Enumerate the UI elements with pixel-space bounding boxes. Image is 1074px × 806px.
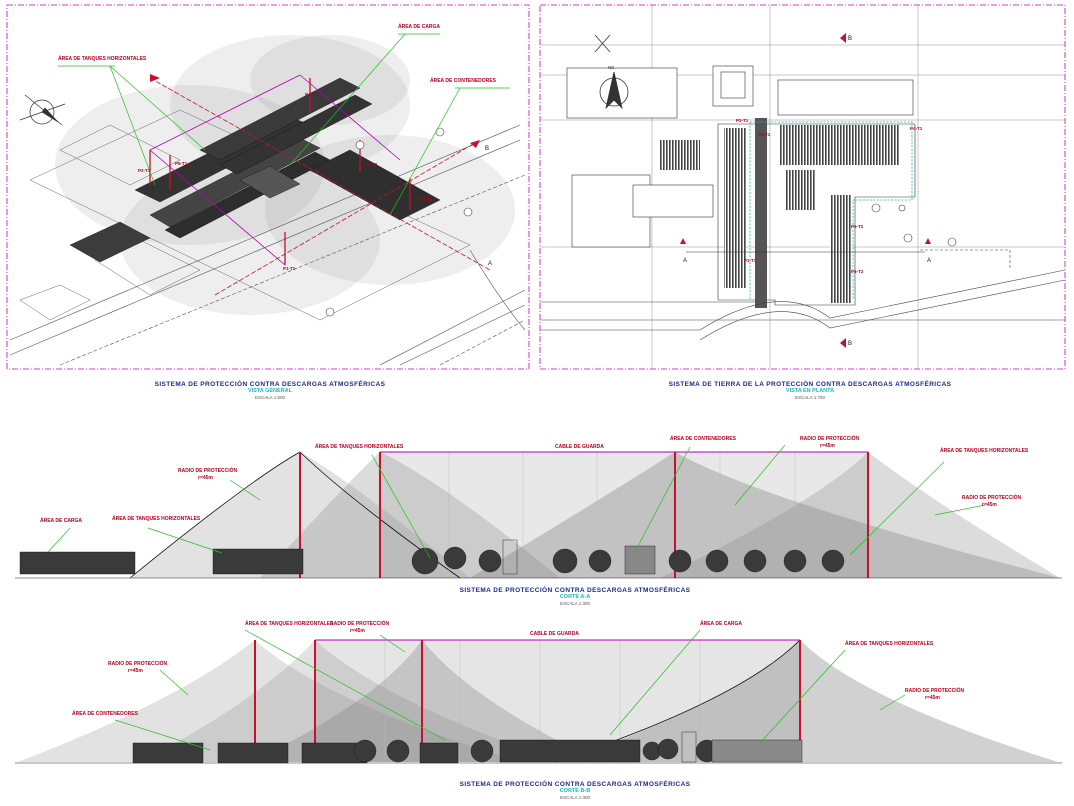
plan-tags: P2-T1 P1-T1 P4-T1 P3-T1 P5-T2 P6-T2 <box>736 118 923 274</box>
caption-title: SISTEMA DE PROTECCIÓN CONTRA DESCARGAS A… <box>154 381 386 388</box>
caption-cut-b: SISTEMA DE PROTECCIÓN CONTRA DESCARGAS A… <box>425 781 725 800</box>
label-container-area: ÁREA DE CONTENEDORES <box>72 710 139 717</box>
section-cut-b: ÁREA DE CONTENEDORES ÁREA DE TANQUES HOR… <box>15 619 1062 764</box>
caption-subtitle: CORTE B-B <box>559 788 591 795</box>
caption-scale: ESCALA 1:500 <box>254 394 286 400</box>
general-view: B A ÁREA DE TANQUES HORIZONTALES ÁREA <box>6 2 530 370</box>
leader-lines-b <box>114 629 906 751</box>
cable-label: CABLE DE GUARDA <box>530 631 579 637</box>
ground-grid <box>749 121 913 300</box>
labels-b: ÁREA DE CONTENEDORES ÁREA DE TANQUES HOR… <box>72 619 965 717</box>
section-mark-a: A <box>683 258 687 264</box>
tag-mast: P5-T1 <box>175 161 188 166</box>
tag-mast: P3-T1 <box>758 132 771 137</box>
radio-label: RADIO DE PROTECCIÓN <box>108 659 168 667</box>
label-tank-area: ÁREA DE TANQUES HORIZONTALES <box>112 515 201 522</box>
section-mark-a: A <box>927 258 931 264</box>
plan-buildings <box>566 65 914 248</box>
label-loading-area: ÁREA DE CARGA <box>700 620 742 627</box>
equipment-a <box>19 539 845 575</box>
north-arrow-icon <box>599 71 629 110</box>
equipment-b <box>132 731 803 764</box>
tag-mast: P5-T2 <box>420 197 433 202</box>
section-arrow-icon <box>150 74 160 82</box>
radio-value: r=45m <box>820 443 835 449</box>
label-loading-area: ÁREA DE CARGA <box>40 517 82 524</box>
caption-scale: ESCALA 1:300 <box>559 794 591 800</box>
section-mark-b: B <box>848 36 852 42</box>
tag-mast: P1-T1 <box>744 258 757 263</box>
radio-label: RADIO DE PROTECCIÓN <box>962 493 1022 501</box>
caption-general-view: SISTEMA DE PROTECCIÓN CONTRA DESCARGAS A… <box>120 381 420 400</box>
caption-scale: ESCALA 1:750 <box>794 394 826 400</box>
radio-value: r=45m <box>128 668 143 674</box>
caption-subtitle: VISTA EN PLANTA <box>785 388 835 395</box>
caption-scale: ESCALA 1:300 <box>559 600 591 606</box>
leader-lines-a <box>47 444 986 559</box>
radio-value: r=45m <box>198 475 213 481</box>
plan-road <box>540 249 1066 341</box>
label-tank-area: ÁREA DE TANQUES HORIZONTALES <box>940 447 1029 454</box>
label-loading-area: ÁREA DE CARGA <box>398 23 440 30</box>
section-arrow-icon <box>470 140 480 148</box>
plan-section-arrows <box>680 33 931 348</box>
tag-mast: P6-T2 <box>365 162 378 167</box>
caption-title: SISTEMA DE TIERRA DE LA PROTECCIÓN CONTR… <box>668 381 952 388</box>
label-tank-area: ÁREA DE TANQUES HORIZONTALES <box>58 55 147 62</box>
section-mark-a: A <box>488 261 492 267</box>
tag-mast: P4-T1 <box>305 92 318 97</box>
label-container-area: ÁREA DE CONTENEDORES <box>430 77 497 84</box>
label-tank-area: ÁREA DE TANQUES HORIZONTALES <box>845 640 934 647</box>
caption-title: SISTEMA DE PROTECCIÓN CONTRA DESCARGAS A… <box>459 587 691 594</box>
radio-value: r=45m <box>982 502 997 508</box>
label-container-area: ÁREA DE CONTENEDORES <box>670 435 737 442</box>
north-label: NG <box>608 65 614 70</box>
tree-icons <box>871 203 957 247</box>
plan-tanks <box>660 118 900 308</box>
caption-subtitle: CORTE A-A <box>559 594 591 601</box>
general-labels: ÁREA DE TANQUES HORIZONTALES ÁREA DE CAR… <box>58 23 510 271</box>
container-area <box>69 149 441 263</box>
plan-view: NG <box>539 4 1066 370</box>
radio-value: r=45m <box>350 628 365 634</box>
tag-mast: P4-T1 <box>910 126 923 131</box>
radio-label: RADIO DE PROTECCIÓN <box>178 466 238 474</box>
protection-cones-a <box>129 451 1060 579</box>
radio-label: RADIO DE PROTECCIÓN <box>330 619 390 627</box>
tag-mast: P2-T1 <box>138 168 151 173</box>
leader-lines <box>109 33 461 216</box>
north-arrow-icon <box>19 94 66 126</box>
tag-mast: P6-T2 <box>851 269 864 274</box>
label-tank-area: ÁREA DE TANQUES HORIZONTALES <box>315 443 404 450</box>
tag-mast: P1-T1 <box>283 266 296 271</box>
guard-cable <box>149 74 401 266</box>
labels-a: ÁREA DE CARGA ÁREA DE TANQUES HORIZONTAL… <box>40 434 1029 524</box>
x-mark-icon <box>594 34 611 53</box>
label-tank-area: ÁREA DE TANQUES HORIZONTALES <box>245 620 334 627</box>
section-mark-b: B <box>848 341 852 347</box>
radio-label: RADIO DE PROTECCIÓN <box>800 434 860 442</box>
plant-enclosure <box>717 123 916 306</box>
section-cut-a: ÁREA DE CARGA ÁREA DE TANQUES HORIZONTAL… <box>15 434 1062 579</box>
caption-plan-view: SISTEMA DE TIERRA DE LA PROTECCIÓN CONTR… <box>640 381 980 400</box>
section-line-a <box>149 77 491 296</box>
tag-mast: P2-T1 <box>736 118 749 123</box>
tree-icons <box>299 2 473 317</box>
cable-label: CABLE DE GUARDA <box>555 444 604 450</box>
radio-label: RADIO DE PROTECCIÓN <box>905 686 965 694</box>
protection-cones-b <box>18 639 1058 763</box>
section-mark-b: B <box>485 146 489 152</box>
caption-cut-a: SISTEMA DE PROTECCIÓN CONTRA DESCARGAS A… <box>425 587 725 606</box>
caption-title: SISTEMA DE PROTECCIÓN CONTRA DESCARGAS A… <box>459 781 691 788</box>
tag-mast: P5-T2 <box>851 224 864 229</box>
radio-value: r=45m <box>925 695 940 701</box>
caption-subtitle: VISTA GENERAL <box>247 388 292 395</box>
tank-area-horizontal <box>134 77 373 239</box>
